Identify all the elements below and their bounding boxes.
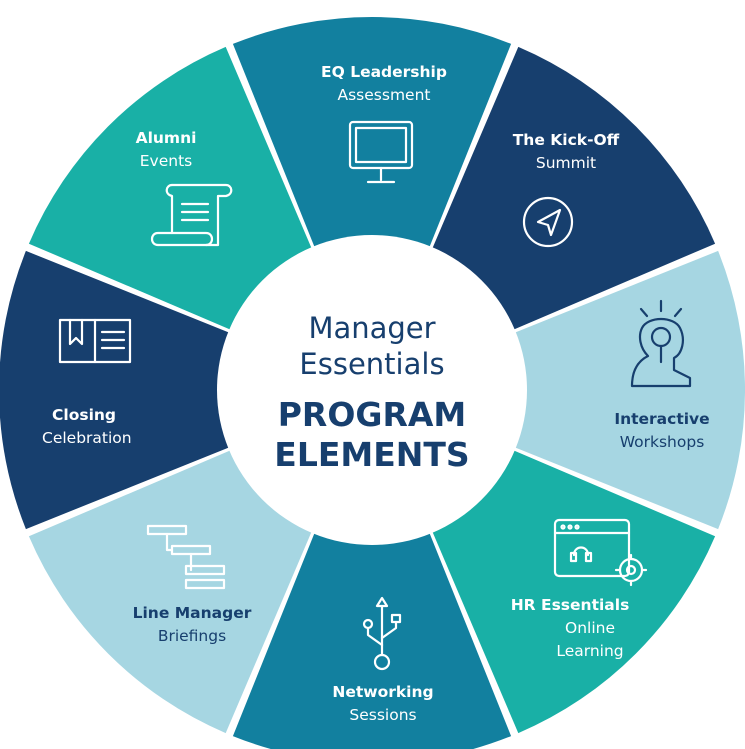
segment-kick-off-title: The Kick-Off <box>513 131 620 149</box>
segment-networking-title: Networking <box>332 683 433 701</box>
center-title-line2: Essentials <box>299 347 444 381</box>
segment-eq-leadership-title: EQ Leadership <box>321 63 447 81</box>
segment-kick-off-subtitle: Summit <box>536 154 596 172</box>
monitor-icon <box>348 120 414 184</box>
browser-gear-icon <box>553 518 648 587</box>
usb-icon <box>362 596 402 671</box>
segment-eq-leadership: EQ Leadership Assessment <box>321 63 447 184</box>
segment-alumni-title: Alumni <box>136 129 197 147</box>
segment-eq-leadership-subtitle: Assessment <box>338 86 431 104</box>
center-title-line3: PROGRAM <box>278 395 467 434</box>
segment-hr-essentials-subtitle: Online <box>565 619 615 637</box>
center-title-line4: ELEMENTS <box>274 435 469 474</box>
segment-alumni-events: Alumni Events <box>136 129 233 247</box>
scroll-icon <box>150 183 233 247</box>
segment-closing-title: Closing <box>52 406 116 424</box>
wedge-networking-sessions <box>232 390 512 749</box>
navigation-arrow-icon <box>522 196 574 248</box>
segment-networking-subtitle: Sessions <box>349 706 416 724</box>
segment-closing-celebration: Closing Celebration <box>42 318 132 447</box>
segment-interactive-workshops: Interactive Workshops <box>614 299 710 451</box>
book-bookmark-icon <box>58 318 132 364</box>
segment-hr-essentials: HR Essentials Online Learning <box>511 518 648 660</box>
segment-line-manager-subtitle: Briefings <box>158 627 226 645</box>
wedge-eq-leadership <box>232 16 512 390</box>
segment-interactive-subtitle: Workshops <box>620 433 705 451</box>
segment-kick-off-summit: The Kick-Off Summit <box>513 131 620 248</box>
segment-interactive-title: Interactive <box>614 410 709 428</box>
segment-networking-sessions: Networking Sessions <box>332 596 434 724</box>
gantt-chart-icon <box>146 524 226 590</box>
segment-alumni-subtitle: Events <box>140 152 192 170</box>
lightbulb-head-icon <box>630 299 692 388</box>
center-title-line1: Manager <box>308 311 435 345</box>
center-circle <box>217 235 527 545</box>
segment-hr-essentials-title: HR Essentials <box>511 596 630 614</box>
center-title: Manager Essentials PROGRAM ELEMENTS <box>274 311 469 474</box>
segment-line-manager-title: Line Manager <box>133 604 252 622</box>
segment-line-manager-briefings: Line Manager Briefings <box>133 524 252 645</box>
segment-closing-subtitle: Celebration <box>42 429 132 447</box>
segment-hr-essentials-subtitle2: Learning <box>556 642 623 660</box>
